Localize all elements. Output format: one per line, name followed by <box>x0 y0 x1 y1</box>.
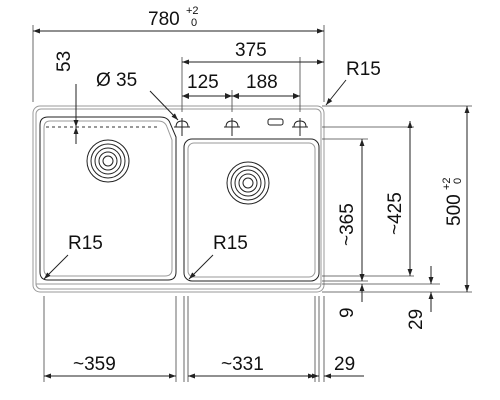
leader-corner-radius <box>325 79 347 106</box>
right-bowl-outline <box>183 138 320 282</box>
dim-overall-width-tol-plus: +2 <box>186 5 199 17</box>
leader-bowl-right-radius <box>188 254 214 280</box>
leader-bowl-left-radius <box>43 254 69 280</box>
dim-overall-width: 780 <box>148 9 180 30</box>
dim-rim-height: 9 <box>337 307 358 318</box>
right-drain-icon <box>226 161 270 205</box>
dim-bowl-right-radius: R15 <box>213 233 248 254</box>
overflow-slot-icon <box>267 118 284 126</box>
dim-tap-span: 375 <box>235 40 267 61</box>
dim-overall-depth-tol-plus: +2 <box>441 177 453 190</box>
sink-outline-inner <box>35 108 322 290</box>
dim-bowl-left-depth: ~425 <box>385 192 406 235</box>
dim-bowl-left-width: ~359 <box>73 354 116 375</box>
dim-tap-offset-1: 125 <box>187 72 219 93</box>
left-drain-icon <box>86 139 130 183</box>
right-bowl-inner <box>187 142 316 278</box>
leader-hole-diameter <box>149 90 179 121</box>
tap-hole-3-icon <box>292 118 308 136</box>
dim-bowl-right-width: ~331 <box>221 354 264 375</box>
dim-overall-width-tol-minus: 0 <box>191 17 197 29</box>
dim-bowl-right-depth: ~365 <box>337 203 358 246</box>
left-bowl-inner <box>43 120 173 277</box>
dim-tap-offset-2: 188 <box>246 72 278 93</box>
left-bowl-outline <box>39 116 177 281</box>
sink-outline <box>32 105 325 293</box>
dim-overall-depth: 500 <box>444 194 465 226</box>
dim-rim-width: 29 <box>334 354 355 375</box>
dim-hole-diameter: Ø 35 <box>96 70 137 91</box>
dim-bowl-left-radius: R15 <box>68 233 103 254</box>
dim-depth-offset: 53 <box>54 51 75 72</box>
dim-side-height: 29 <box>406 309 427 330</box>
dim-corner-radius-top: R15 <box>346 59 381 80</box>
tap-hole-2-icon <box>224 118 240 136</box>
tap-hole-1-icon <box>174 118 190 136</box>
dim-overall-depth-tol-minus: 0 <box>452 178 464 184</box>
